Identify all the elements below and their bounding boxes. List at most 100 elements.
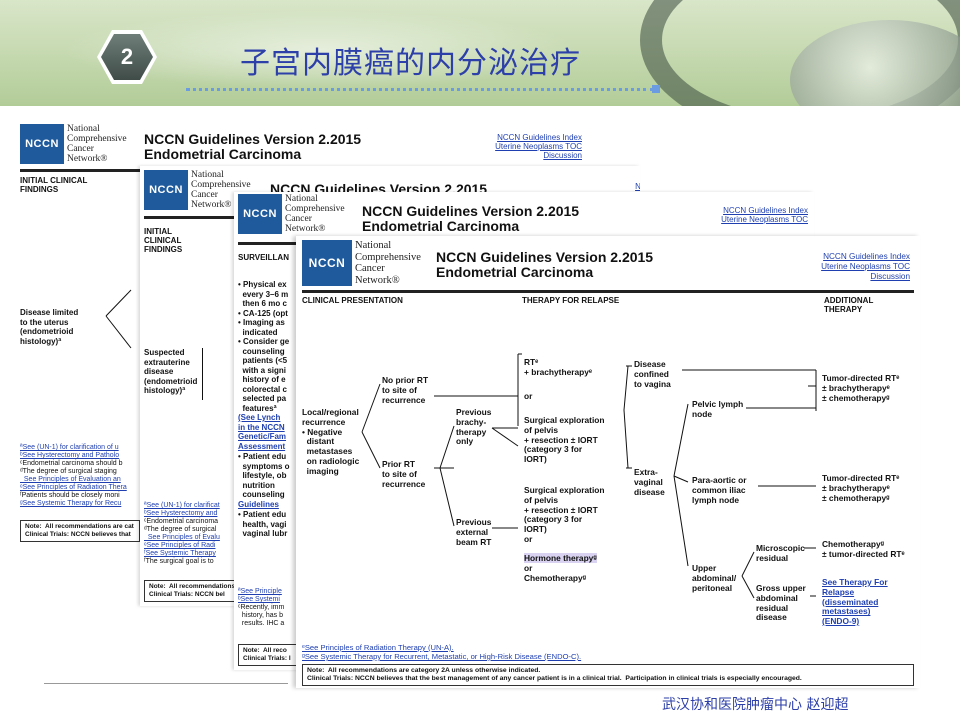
therapy-surgical-exploration-2: Surgical exploration of pelvis + resecti… [524,485,605,544]
footnote: ᶜRecently, imm [238,604,285,611]
page-links[interactable]: NCCN Guidelines Index Uterine Neoplasms … [821,252,910,282]
link-uterine-toc[interactable]: Uterine Neoplasms TOC [721,215,808,224]
surveillance-items-3: • Patient edu health, vagi vaginal lubr [238,510,288,538]
footnote[interactable]: ªSee (UN-1) for clarification of u [20,444,119,451]
branch-extra-vaginal: Extra- vaginal disease [634,467,665,497]
therapy-or-chemo: or Chemotherapyᵍ [524,563,586,583]
footnote: ᵈThe degree of surgical [144,526,217,533]
branch-no-prior-rt: No prior RT to site of recurrence [382,375,429,405]
slide-footer: 武汉协和医院肿瘤中心 赵迎超 [662,697,849,713]
branch-prior-rt: Prior RT to site of recurrence [382,459,426,489]
surveillance-link[interactable]: (See Lynch in the NCCN Genetic/Fam Asses… [238,413,287,451]
branch-microscopic: Microscopic residual [756,543,805,563]
title-underline-end-marker [652,85,660,93]
finding-disease-limited: Disease limited to the uterus (endometri… [20,308,79,346]
link-guidelines-index[interactable]: NCCN Guidelines Index [723,206,808,215]
therapy-surgical-exploration-1: Surgical exploration of pelvis + resecti… [524,415,605,465]
nccn-logo-box: NCCN [144,170,188,210]
additional-tumor-directed-2: Tumor-directed RTᵉ ± brachytherapyᵉ ± ch… [822,473,900,503]
footnote: ᶠThe surgical goal is to [144,558,214,565]
footnote[interactable]: ᶠSee Systemic Therapy [144,550,216,557]
footnote: ᶠPatients should be closely moni [20,492,120,499]
flowchart-connectors [361,353,817,599]
footnote[interactable]: See Principles of Evalu [144,534,220,541]
branch-para-aortic: Para-aortic or common iliac lymph node [692,475,747,505]
link-guidelines-index[interactable]: NCCN Guidelines Index [823,252,910,261]
column-heading-clinical: CLINICAL PRESENTATION [302,296,403,305]
link-discussion[interactable]: Discussion [543,151,582,160]
page-links[interactable]: NCCN Guidelines Index Uterine Neoplasms … [721,206,808,224]
footnotes: ªSee (UN-1) for clarification of u ᵇSee … [20,444,127,508]
footnote[interactable]: ªSee Principle [238,588,282,595]
footnote[interactable]: ᵉSee Principles of Radiation Thera [20,484,127,491]
column-heading: SURVEILLAN [238,253,289,262]
additional-chemo-tumor-directed: Chemotherapyᵍ ± tumor-directed RTᵉ [822,539,905,559]
additional-tumor-directed-1: Tumor-directed RTᵉ ± brachytherapyᵉ ± ch… [822,373,900,403]
link-see-therapy-for-relapse[interactable]: See Therapy For Relapse (disseminated me… [822,577,888,627]
header-rule [302,290,914,293]
branch-gross-upper: Gross upper abdominal residual disease [756,583,806,623]
footnote: history, has b [238,612,284,619]
finding-suspected-extrauterine: Suspected extrauterine disease (endometr… [144,348,198,395]
branch-pelvic-node: Pelvic lymph node [692,399,744,419]
therapy-hormone: Hormone therapyᵍ [524,553,597,564]
surveillance-items-2: • Patient edu symptoms o lifestyle, ob n… [238,452,290,499]
hormone-therapy-highlight: Hormone therapyᵍ [524,553,597,563]
branch-lines [105,289,132,349]
therapy-rt-brachy: RTᵉ + brachytherapyᵉ [524,357,593,377]
nccn-logo-box: NCCN [302,240,352,286]
footnote[interactable]: See Principles of Evaluation an [20,476,121,483]
therapy-or: or [524,391,533,401]
note-box: Note: All recommendations Clinical Trial… [144,580,254,602]
footnote[interactable]: ᵇSee Systemi [238,596,280,603]
footnote[interactable]: ᵍSee Systemic Therapy for Recu [20,500,122,507]
bottom-rule [44,683,288,684]
surveillance-items: • Physical ex every 3–6 m then 6 mo c • … [238,280,290,413]
note-box: Note: All reco Clinical Trials: I [238,644,304,666]
link-uterine-toc[interactable]: Uterine Neoplasms TOC [495,142,582,151]
footnote[interactable]: ᵇSee Hysterectomy and [144,510,218,517]
note-box: Note: All recommendations are category 2… [302,664,914,686]
clinical-presentation: Local/regional recurrence • Negative dis… [302,407,360,476]
branch-disease-confined: Disease confined to vagina [634,359,671,389]
link-discussion[interactable]: Discussion [870,272,910,281]
slide-title: 子宫内膜癌的内分泌治疗 [240,46,581,81]
footnotes: ªSee (UN-1) for clarificat ᵇSee Hysterec… [144,502,220,566]
link-uterine-toc[interactable]: Uterine Neoplasms TOC [821,262,910,271]
footnote[interactable]: ªSee (UN-1) for clarificat [144,502,220,509]
branch-previous-brachy: Previous brachy- therapy only [456,407,492,447]
footnote[interactable]: ᵉSee Principles of Radi [144,542,216,549]
footnote-systemic[interactable]: ᵍSee Systemic Therapy for Recurrent, Met… [302,652,582,661]
branch-previous-ebrt: Previous external beam RT [456,517,492,547]
page-links[interactable]: NCCN Guidelines Index Uterine Neoplasms … [495,133,582,160]
column-heading-therapy: THERAPY FOR RELAPSE [522,296,620,305]
branch-bracket [202,348,212,400]
footnote[interactable]: ᵇSee Hysterectomy and Patholo [20,452,120,459]
column-heading-additional: ADDITIONAL THERAPY [824,296,874,314]
page-links[interactable]: NCCN Guidelines Index [635,182,640,191]
nccn-logo-box: NCCN [238,194,282,234]
surveillance-link-2[interactable]: Guidelines [238,500,279,509]
branch-upper-abdominal: Upper abdominal/ peritoneal [692,563,737,593]
title-dotted-underline [186,88,654,91]
footnote: ᶜEndometrial carcinoma [144,518,219,525]
footnote: ᵈThe degree of surgical staging [20,468,117,475]
footnote-radiation[interactable]: ᵉSee Principles of Radiation Therapy (UN… [302,643,454,652]
footnote: ᶜEndometrial carcinoma should b [20,460,123,467]
link-guidelines-index[interactable]: NCCN Guidelines Index [635,182,640,191]
footnotes: ªSee Principle ᵇSee Systemi ᶜRecently, i… [238,588,284,628]
link-guidelines-index[interactable]: NCCN Guidelines Index [497,133,582,142]
nccn-logo-box: NCCN [20,124,64,164]
